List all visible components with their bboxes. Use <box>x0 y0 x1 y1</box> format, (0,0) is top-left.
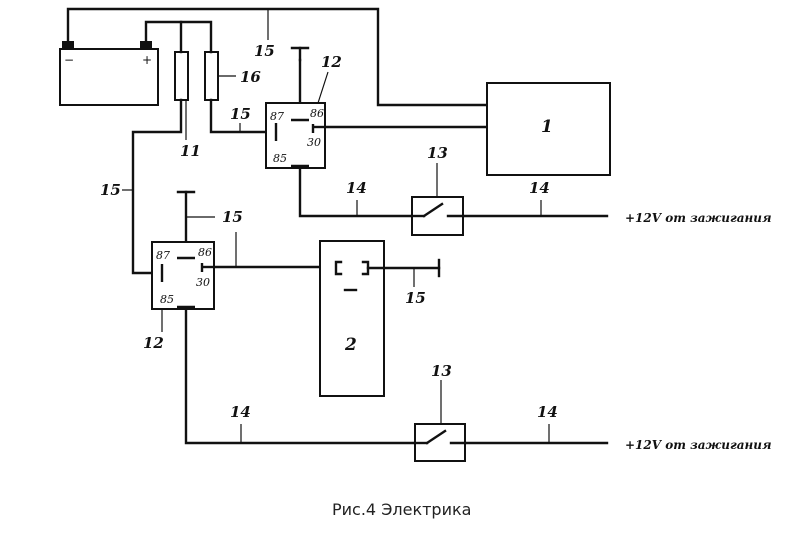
label-14-upper-right: 14 <box>529 179 550 197</box>
fuse-16 <box>204 51 219 101</box>
battery-negative-terminal <box>62 41 74 49</box>
relay-upper-label-87: 87 <box>270 110 284 123</box>
fuse-11 <box>174 51 189 101</box>
wire-fuse16-to-relay1 <box>209 98 268 134</box>
label-14-lower-right: 14 <box>537 403 558 421</box>
switch-lower <box>413 423 467 462</box>
figure-caption: Рис.4 Электрика <box>332 500 471 519</box>
block-2-contact-left <box>334 260 343 276</box>
wire-ground-to-block1 <box>66 7 489 107</box>
label-13-lower: 13 <box>431 362 452 380</box>
switch-lower-blade <box>425 429 447 445</box>
wire-fuse11-to-relay2 <box>131 98 183 275</box>
label-14-upper-left: 14 <box>346 179 367 197</box>
label-12-bottom: 12 <box>143 334 164 352</box>
leader-12-top <box>317 71 329 104</box>
wire-relay2-85-to-switch <box>184 307 417 445</box>
switch-upper <box>410 196 465 236</box>
ignition-label-lower: +12V от зажигания <box>625 438 772 452</box>
label-15-top: 15 <box>254 42 275 60</box>
relay-lower-label-30: 30 <box>196 276 210 289</box>
label-15-relay2: 15 <box>222 208 243 226</box>
block-2-label: 2 <box>344 335 357 355</box>
block-1-label: 1 <box>541 117 553 137</box>
relay-upper-label-85: 85 <box>273 152 287 165</box>
label-16: 16 <box>240 68 261 86</box>
relay-lower-label-87: 87 <box>156 249 170 262</box>
battery: − + <box>59 41 159 106</box>
block-2-body <box>319 240 385 397</box>
battery-plus-sign: + <box>142 53 152 67</box>
battery-body <box>59 48 159 106</box>
label-12-top: 12 <box>321 53 342 71</box>
label-15-left: 15 <box>100 181 121 199</box>
relay-upper-label-86: 86 <box>310 107 324 120</box>
relay-upper: 87 86 30 85 <box>265 102 326 169</box>
label-11: 11 <box>180 142 201 160</box>
wire-relay1-85-to-switch <box>298 166 414 218</box>
battery-positive-terminal <box>140 41 152 49</box>
ignition-label-upper: +12V от зажигания <box>625 211 772 225</box>
relay-lower-label-85: 85 <box>160 293 174 306</box>
block-1 <box>486 82 611 176</box>
battery-minus-sign: − <box>64 53 74 67</box>
relay-lower-body <box>151 241 215 310</box>
switch-upper-blade <box>422 202 444 218</box>
label-15-relay1: 15 <box>230 105 251 123</box>
label-13-upper: 13 <box>427 144 448 162</box>
label-15-block2: 15 <box>405 289 426 307</box>
relay-lower-label-86: 86 <box>198 246 212 259</box>
relay-lower: 87 86 30 85 <box>151 241 215 310</box>
block-2: 2 <box>319 240 385 397</box>
relay-upper-label-30: 30 <box>307 136 321 149</box>
wire-battery-plus-bus <box>144 20 213 54</box>
label-14-lower-left: 14 <box>230 403 251 421</box>
